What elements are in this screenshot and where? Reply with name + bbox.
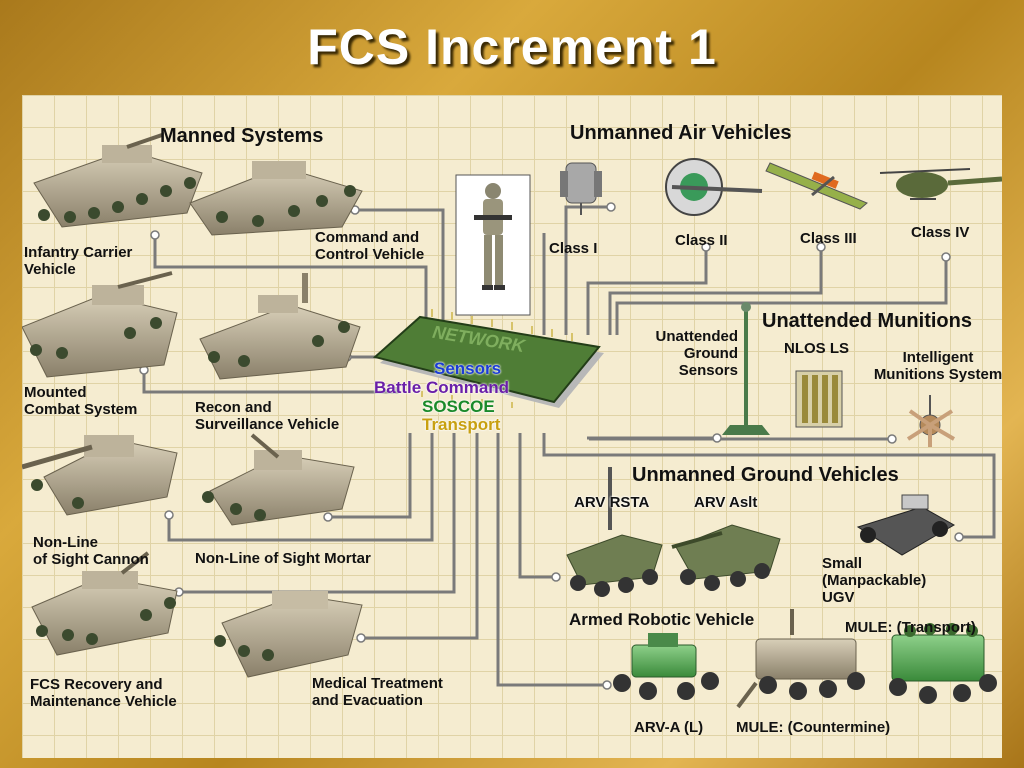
uav-class-4 (879, 168, 1002, 200)
vehicle-nlos-mortar (202, 433, 355, 526)
vehicle-mounted-combat-system (22, 271, 178, 378)
ugv-mule-countermine (736, 609, 865, 709)
connector-lines (142, 205, 996, 687)
section-unmanned-ground-vehicles: Unmanned Ground Vehicles (632, 464, 899, 486)
label-infantry-carrier: Infantry Carrier Vehicle (24, 244, 133, 278)
network-diagram (22, 133, 1002, 709)
vehicle-command-control (189, 161, 363, 236)
vehicle-recon-surveillance (199, 273, 361, 380)
uav-class-1 (560, 162, 602, 215)
label-arv-rsta: ARV RSTA (574, 494, 650, 511)
vehicle-medical-evacuation (214, 591, 363, 678)
label-mule-transport: MULE: (Transport) (845, 619, 976, 636)
section-manned-systems: Manned Systems (160, 125, 324, 147)
ugv-mule-transport (889, 623, 997, 704)
hub-transport-label: Transport (422, 415, 501, 434)
ugv-arv-a-light (613, 633, 719, 700)
ground-sensor (722, 302, 770, 435)
label-ground-sensors: Unattended Ground Sensors (655, 328, 739, 379)
uav-class-2 (665, 158, 763, 216)
section-unattended-munitions: Unattended Munitions (762, 310, 972, 332)
vehicle-nlos-cannon (22, 435, 178, 516)
label-mule-countermine: MULE: (Countermine) (736, 719, 891, 736)
vehicle-recovery-maintenance (31, 551, 178, 656)
vehicle-infantry-carrier (33, 133, 203, 228)
label-nlos-ls: NLOS LS (784, 340, 850, 357)
label-arv-aslt: ARV Aslt (694, 494, 758, 511)
label-armed-robotic-vehicle: Armed Robotic Vehicle (569, 610, 755, 629)
diagram-panel: NETWORK Sensors Battle Command SOSCOE Tr… (22, 95, 1002, 758)
intelligent-munition (906, 395, 956, 447)
label-uav-class-2: Class II (675, 232, 728, 249)
label-recon-surveillance: Recon and Surveillance Vehicle (195, 399, 340, 433)
label-uav-class-1: Class I (549, 240, 598, 257)
nlos-ls-container (795, 370, 843, 428)
network-chip (372, 309, 604, 408)
section-unmanned-air-vehicles: Unmanned Air Vehicles (570, 122, 792, 144)
hub-battle-command-label: Battle Command (374, 378, 510, 397)
ugv-arv-aslt (671, 524, 781, 591)
label-medical-evacuation: Medical Treatment and Evacuation (312, 675, 443, 709)
hub-sensors-label: Sensors (434, 359, 502, 378)
page-title: FCS Increment 1 (307, 19, 717, 75)
hub-soscoe-label: SOSCOE (422, 397, 495, 416)
label-command-control: Command and Control Vehicle (315, 229, 425, 263)
ugv-arv-rsta (566, 467, 663, 597)
label-intelligent-munitions: Intelligent Munitions System (873, 349, 1003, 383)
label-uav-class-3: Class III (800, 230, 857, 247)
uav-class-3 (765, 162, 868, 210)
label-recovery-maintenance: FCS Recovery and Maintenance Vehicle (30, 676, 177, 710)
label-nlos-cannon: Non-Line of Sight Cannon (33, 534, 149, 568)
label-nlos-mortar: Non-Line of Sight Mortar (195, 550, 371, 567)
soldier-figure (455, 174, 531, 316)
ugv-small-manpackable (856, 494, 956, 556)
label-arv-a-light: ARV-A (L) (634, 719, 704, 736)
label-mounted-combat-system: Mounted Combat System (24, 384, 138, 418)
label-small-ugv: Small (Manpackable) UGV (822, 555, 927, 606)
label-uav-class-4: Class IV (911, 224, 970, 241)
